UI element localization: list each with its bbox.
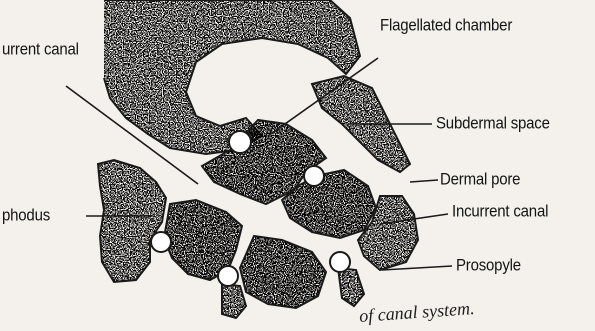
- label-prosopyle: Prosopyle: [456, 256, 521, 275]
- label-incurrent-canal: Incurrent canal: [452, 202, 548, 221]
- lower-left-mass: [98, 160, 166, 282]
- label-apopyle: phodus: [2, 206, 50, 225]
- label-excurrent-canal: urrent canal: [2, 40, 79, 59]
- flagellated-chamber-lower-b: [240, 236, 326, 308]
- sponge-wall-outer: [104, 0, 360, 154]
- label-subdermal-space: Subdermal space: [436, 114, 550, 133]
- label-dermal-pore: Dermal pore: [440, 170, 520, 189]
- label-flagellated-chamber: Flagellated chamber: [380, 16, 512, 35]
